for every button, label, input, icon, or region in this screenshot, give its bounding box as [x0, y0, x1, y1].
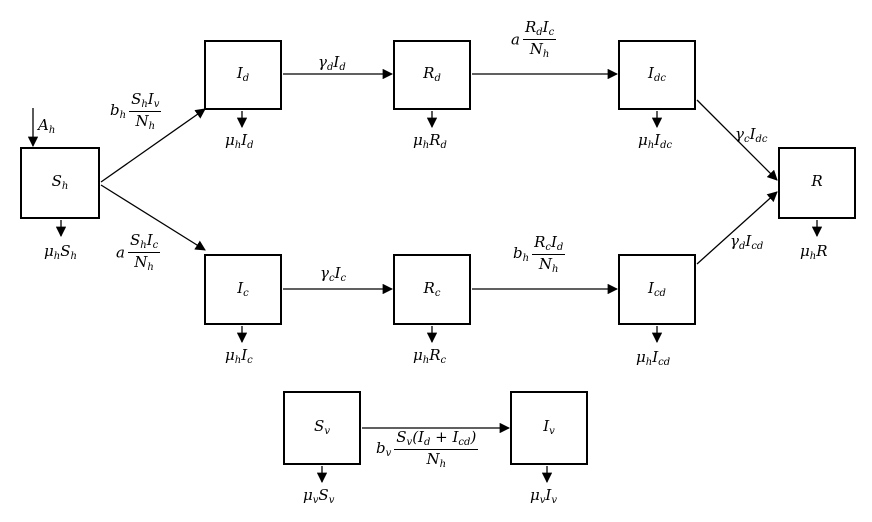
compartment-sv: Sv: [283, 391, 361, 465]
compartment-ic: Ic: [204, 254, 282, 325]
infection-label-rd-idc: a RdIc Nh: [511, 18, 557, 60]
transition-label-idc-r: γcIdc: [735, 125, 768, 145]
outflow-label-rd: μhRd: [413, 131, 447, 151]
arrow-icd-r: [696, 191, 778, 265]
transition-label-id-rd: γdId: [318, 53, 346, 73]
compartment-iv: Iv: [510, 391, 588, 465]
arrow-idc-r: [696, 99, 778, 181]
outflow-label-ic: μhIc: [225, 346, 253, 366]
compartment-sh: Sh: [20, 147, 100, 219]
outflow-label-icd: μhIcd: [636, 348, 671, 368]
outflow-label-idc: μhIdc: [638, 131, 673, 151]
infection-label-sv-iv: bv Sv(Id + Icd) Nh: [376, 428, 479, 470]
outflow-label-rc: μhRc: [413, 346, 447, 366]
arrow-sh-ic: [100, 184, 206, 251]
outflow-label-r: μhR: [800, 242, 828, 262]
inflow-label: Ah: [38, 116, 56, 136]
infection-label-sh-ic: a ShIc Nh: [116, 231, 161, 273]
outflow-label-sh: μhSh: [44, 242, 77, 262]
compartment-rc: Rc: [393, 254, 471, 325]
infection-label-rc-icd: bh RcId Nh: [513, 233, 566, 275]
compartment-r: R: [778, 147, 856, 219]
outflow-label-sv: μvSv: [303, 486, 335, 506]
transition-label-icd-r: γdIcd: [730, 232, 764, 252]
compartment-rd: Rd: [393, 40, 471, 110]
compartment-icd: Icd: [618, 254, 696, 325]
compartment-idc: Idc: [618, 40, 696, 110]
transition-label-ic-rc: γcIc: [320, 264, 347, 284]
arrow-sh-id: [100, 108, 206, 183]
infection-label-sh-id: bh ShIv Nh: [110, 90, 162, 132]
outflow-label-iv: μvIv: [530, 486, 557, 506]
compartment-id: Id: [204, 40, 282, 110]
outflow-label-id: μhId: [225, 131, 254, 151]
